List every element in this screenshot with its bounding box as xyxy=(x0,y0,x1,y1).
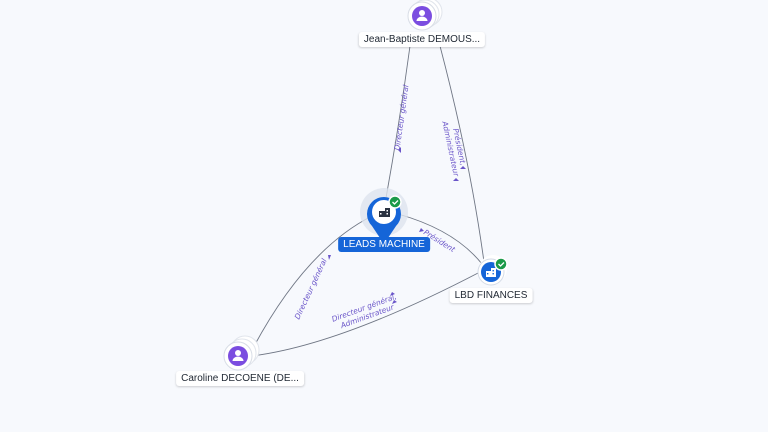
svg-text:Directeur général: Directeur général xyxy=(392,83,410,150)
edge-arrow-icon xyxy=(453,178,459,181)
check-badge-icon xyxy=(388,195,402,209)
person-icon xyxy=(416,10,428,21)
node-label-caroline[interactable]: Caroline DECOENE (DE... xyxy=(176,371,304,386)
edge-label-caroline-leads: Directeur général xyxy=(293,256,329,320)
node-lbd-finances[interactable] xyxy=(477,255,508,286)
edge-caroline-leads xyxy=(251,215,373,351)
building-icon xyxy=(379,208,390,217)
edge-arrow-icon xyxy=(419,228,424,232)
edge-arrow-icon xyxy=(460,166,466,169)
node-caroline[interactable] xyxy=(223,335,260,371)
edge-label-caroline-lbd: Directeur général, Administrateur xyxy=(330,292,397,331)
node-leads-machine[interactable] xyxy=(360,188,408,244)
node-label-leads-machine[interactable]: LEADS MACHINE xyxy=(338,237,430,252)
node-label-lbd-finances[interactable]: LBD FINANCES xyxy=(449,288,533,303)
svg-text:Directeur général: Directeur général xyxy=(293,256,329,320)
edge-arrow-icon xyxy=(390,292,395,296)
check-badge-icon xyxy=(494,257,508,271)
edge-caroline-lbd xyxy=(251,271,481,357)
edge-label-jb-leads: Directeur général xyxy=(392,83,410,150)
node-jean-baptiste[interactable] xyxy=(407,0,443,31)
building-icon xyxy=(486,268,496,277)
edge-arrow-icon xyxy=(392,300,397,304)
edge-arrow-icon xyxy=(398,147,401,153)
person-icon xyxy=(232,350,244,361)
edge-arrow-icon xyxy=(328,255,331,260)
edge-leads-lbd xyxy=(397,213,483,265)
edge-jb-leads xyxy=(385,45,411,199)
edge-jb-lbd xyxy=(439,45,485,263)
node-label-jean-baptiste[interactable]: Jean-Baptiste DEMOUS... xyxy=(358,32,486,47)
